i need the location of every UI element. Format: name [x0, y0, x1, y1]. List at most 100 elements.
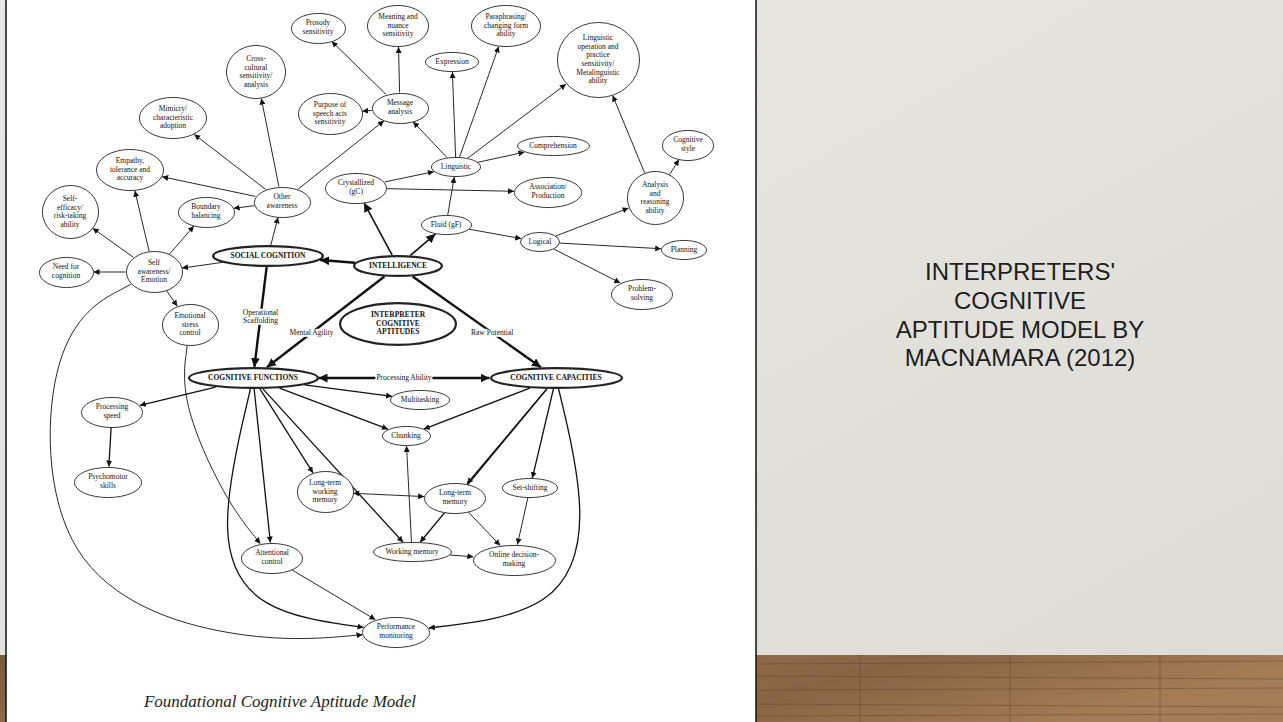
- node-label: Emotional stress control: [172, 312, 208, 338]
- ellipse-shape: [139, 97, 206, 138]
- ellipse-shape: [662, 130, 713, 160]
- ellipse-shape: [520, 232, 559, 251]
- ellipse-shape: [340, 303, 456, 345]
- node-label: INTERPRETER COGNITIVE APTITUDES: [358, 311, 438, 337]
- node-text-box: Comprehension: [529, 142, 577, 151]
- connector-arrow: [556, 208, 629, 236]
- aptitude-ellipse: Empathy, tolerance and accuracy: [96, 149, 164, 191]
- connector-arrow: [263, 389, 403, 542]
- ellipse-shape: [514, 177, 581, 207]
- aptitude-ellipse: Chunking: [382, 426, 431, 446]
- ellipse-shape: [39, 257, 93, 287]
- ellipse-shape: [367, 5, 428, 46]
- connector-arrow: [413, 122, 447, 158]
- connector-arrow: [109, 427, 111, 466]
- node-label: Comprehension: [529, 142, 577, 151]
- ellipse-shape: [373, 542, 451, 561]
- connector-arrow: [162, 177, 255, 197]
- node-label: Cross-cultural sensitivity/ analysis: [237, 55, 275, 90]
- aptitude-ellipse: Psychomotor skills: [74, 467, 142, 498]
- node-text-box: Long-term working memory: [307, 479, 343, 505]
- aptitude-ellipse: Set-shifting: [502, 478, 558, 498]
- ellipse-shape: [421, 215, 471, 234]
- node-label: COGNITIVE FUNCTIONS: [208, 374, 298, 383]
- node-label: Other awareness: [264, 193, 300, 210]
- connector-label: Operational Scaffolding: [232, 309, 289, 326]
- aptitude-ellipse: Message analysis: [372, 93, 429, 124]
- node-label: Crystallized (gC): [336, 179, 376, 196]
- node-text-box: Fluid (gF): [431, 221, 462, 230]
- connector-arrow: [364, 203, 392, 255]
- ellipse-shape: [471, 5, 540, 46]
- ellipse-shape: [74, 467, 141, 497]
- connector-arrow: [228, 389, 364, 627]
- connector-arrow: [353, 493, 424, 496]
- node-label: SOCIAL COGNITION: [231, 252, 306, 261]
- ellipse-shape: [382, 426, 430, 445]
- node-label: Online decision-making: [486, 551, 542, 568]
- node-label: Processing speed: [92, 403, 132, 420]
- connector-arrow: [50, 284, 362, 638]
- aptitude-ellipse: Self-efficacy/ risk-taking ability: [42, 185, 99, 239]
- node-label: Analysis and reasoning ability: [637, 181, 673, 216]
- ellipse-shape: [298, 93, 362, 134]
- aptitude-ellipse: Planning: [661, 240, 707, 260]
- aptitude-ellipse: Online decision-making: [473, 545, 556, 576]
- node-label: Long-term memory: [435, 489, 475, 506]
- node-label: Paraphrasing/ changing form ability: [483, 13, 529, 39]
- node-label: Working memory: [386, 548, 439, 557]
- node-label: Mimicry/ characteristic adoption: [151, 105, 195, 131]
- ellipse-shape: [502, 478, 557, 497]
- node-text-box: COGNITIVE FUNCTIONS: [208, 374, 298, 383]
- node-text-box: Long-term memory: [435, 489, 475, 506]
- aptitude-ellipse: Multitasking: [390, 390, 450, 410]
- ellipse-shape: [291, 13, 345, 43]
- main-construct-ellipse: COGNITIVE CAPACITIES: [490, 367, 623, 389]
- node-label: Linguistic: [441, 163, 471, 172]
- ellipse-shape: [96, 149, 163, 190]
- connector-arrow: [194, 134, 265, 189]
- node-text-box: Association/ Production: [526, 183, 570, 200]
- node-label: Self-efficacy/ risk-taking ability: [52, 195, 88, 230]
- ellipse-shape: [425, 52, 478, 71]
- node-text-box: Other awareness: [264, 193, 300, 210]
- aptitude-ellipse: Processing speed: [81, 397, 143, 428]
- ellipse-shape: [226, 45, 285, 98]
- node-text-box: Message analysis: [382, 99, 418, 116]
- node-text-box: Linguistic operation and practice sensit…: [570, 34, 626, 86]
- aptitude-ellipse: Crystallized (gC): [325, 173, 387, 204]
- aptitude-ellipse: Problem-solving: [611, 279, 673, 310]
- node-label: Need for cognition: [49, 263, 83, 280]
- connector-arrow: [280, 388, 389, 429]
- node-label: Planning: [671, 246, 698, 255]
- node-text-box: Paraphrasing/ changing form ability: [483, 13, 529, 39]
- ellipse-shape: [189, 368, 318, 388]
- node-text-box: Processing speed: [92, 403, 132, 420]
- aptitude-ellipse: Linguistic operation and practice sensit…: [557, 22, 640, 98]
- node-label: Expression: [435, 58, 468, 67]
- node-label: INTELLIGENCE: [369, 262, 427, 271]
- ellipse-shape: [297, 471, 353, 512]
- connector-arrow: [469, 229, 521, 238]
- aptitude-ellipse: Performance monitoring: [362, 617, 430, 648]
- ellipse-shape: [178, 197, 234, 227]
- slide-title: INTERPRETERS' COGNITIVE APTITUDE MODEL B…: [895, 258, 1145, 373]
- connector-arrow: [261, 99, 279, 187]
- node-text-box: Meaning and nuance sensitivity: [378, 13, 418, 39]
- aptitude-ellipse: Cognitive style: [662, 130, 714, 161]
- ellipse-shape: [431, 157, 480, 176]
- node-text-box: Chunking: [391, 432, 421, 441]
- aptitude-ellipse: Mimicry/ characteristic adoption: [139, 97, 207, 139]
- connector-arrow: [468, 512, 500, 545]
- node-label: Prosody sensitivity: [301, 19, 335, 36]
- aptitude-ellipse: Prosody sensitivity: [291, 13, 346, 44]
- aptitude-ellipse: Association/ Production: [514, 177, 582, 208]
- node-text-box: SOCIAL COGNITION: [231, 252, 306, 261]
- node-label: Meaning and nuance sensitivity: [378, 13, 418, 39]
- aptitude-ellipse: Working memory: [373, 542, 452, 562]
- aptitude-ellipse: Long-term working memory: [297, 471, 354, 513]
- ellipse-shape: [325, 173, 386, 203]
- connector-arrow: [517, 498, 527, 545]
- figure-caption: Foundational Cognitive Aptitude Model: [110, 692, 450, 712]
- wood-grain: [755, 655, 1283, 722]
